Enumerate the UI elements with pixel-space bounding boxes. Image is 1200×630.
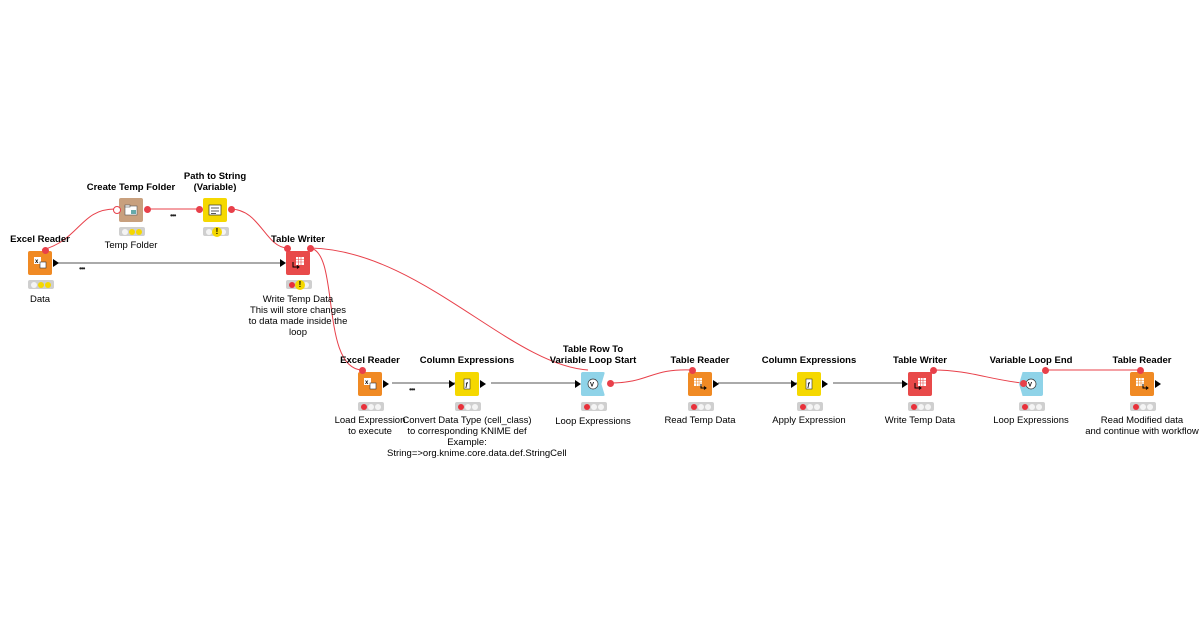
status-traffic-light bbox=[455, 402, 481, 411]
path-to-string-icon[interactable] bbox=[203, 198, 227, 222]
warning-icon[interactable]: ! bbox=[295, 280, 305, 290]
node-label[interactable]: Write Temp Data bbox=[884, 415, 956, 426]
loop-start-icon[interactable]: V bbox=[581, 372, 605, 396]
ellipsis-icon: ••• bbox=[79, 264, 85, 273]
svg-text:ƒ: ƒ bbox=[807, 383, 811, 389]
node-title: Variable Loop End bbox=[989, 355, 1073, 366]
node-title: Table Writer bbox=[270, 234, 326, 245]
node-title: Path to String (Variable) bbox=[183, 171, 247, 193]
svg-text:V: V bbox=[590, 383, 594, 389]
warning-icon[interactable]: ! bbox=[212, 227, 222, 237]
node-label[interactable]: Write Temp Data This will store changes … bbox=[248, 294, 348, 338]
table-reader-icon[interactable] bbox=[1130, 372, 1154, 396]
svg-text:ƒ: ƒ bbox=[465, 383, 469, 389]
table-writer-icon[interactable] bbox=[908, 372, 932, 396]
ellipsis-icon: ••• bbox=[409, 385, 415, 394]
node-label[interactable]: Apply Expression bbox=[772, 415, 846, 426]
output-port[interactable] bbox=[1155, 380, 1161, 388]
flow-variable-out-port[interactable] bbox=[228, 206, 235, 213]
node-label[interactable]: Loop Expressions bbox=[555, 416, 631, 427]
ellipsis-icon: ••• bbox=[170, 211, 176, 220]
flow-variable-in-port[interactable] bbox=[1137, 367, 1144, 374]
column-expressions-icon[interactable]: ƒ bbox=[797, 372, 821, 396]
status-traffic-light bbox=[1130, 402, 1156, 411]
table-reader-icon[interactable] bbox=[688, 372, 712, 396]
flow-variable-out-port[interactable] bbox=[307, 245, 314, 252]
node-title: Excel Reader bbox=[340, 355, 400, 366]
svg-text:x: x bbox=[35, 259, 39, 265]
flowvar-writer-to-loopstart[interactable] bbox=[309, 247, 589, 371]
input-port[interactable] bbox=[449, 380, 455, 388]
node-title: Column Expressions bbox=[419, 355, 515, 366]
node-title: Table Row To Variable Loop Start bbox=[549, 344, 637, 366]
flow-variable-in-port[interactable] bbox=[113, 206, 121, 214]
flowvar-writer-to-excel2[interactable] bbox=[309, 247, 363, 371]
status-traffic-light bbox=[581, 402, 607, 411]
svg-text:x: x bbox=[365, 380, 369, 386]
status-traffic-light bbox=[119, 227, 145, 236]
node-label[interactable]: Read Modified data and continue with wor… bbox=[1085, 415, 1199, 437]
flow-variable-in-port[interactable] bbox=[284, 245, 291, 252]
output-port[interactable] bbox=[822, 380, 828, 388]
excel-reader-icon[interactable]: x ••• bbox=[28, 251, 85, 275]
input-port[interactable] bbox=[902, 380, 908, 388]
flow-variable-in-port[interactable] bbox=[1020, 380, 1027, 387]
folder-icon[interactable]: ••• bbox=[119, 198, 176, 222]
node-label[interactable]: Loop Expressions bbox=[993, 415, 1069, 426]
flowvar-writer2-to-loopend[interactable] bbox=[932, 369, 1024, 384]
flow-variable-out-port[interactable] bbox=[1042, 367, 1049, 374]
flow-variable-out-port[interactable] bbox=[607, 380, 614, 387]
input-port[interactable] bbox=[280, 259, 286, 267]
output-port[interactable] bbox=[383, 380, 389, 388]
status-traffic-light bbox=[358, 402, 384, 411]
node-title: Table Writer bbox=[892, 355, 948, 366]
status-traffic-light bbox=[908, 402, 934, 411]
svg-text:V: V bbox=[1028, 383, 1032, 389]
output-port[interactable] bbox=[480, 380, 486, 388]
flow-variable-in-port[interactable] bbox=[689, 367, 696, 374]
flow-variable-in-port[interactable] bbox=[359, 367, 366, 374]
node-label[interactable]: Data bbox=[29, 294, 51, 305]
column-expressions-icon[interactable]: ƒ bbox=[455, 372, 479, 396]
node-label[interactable]: Read Temp Data bbox=[664, 415, 736, 426]
node-title: Table Reader bbox=[670, 355, 730, 366]
node-label[interactable]: Convert Data Type (cell_class) to corres… bbox=[387, 415, 567, 459]
flowvar-pathstring-to-writer[interactable] bbox=[229, 208, 288, 249]
flow-variable-port[interactable] bbox=[42, 247, 49, 254]
node-title: Create Temp Folder bbox=[86, 182, 176, 193]
node-title: Column Expressions bbox=[761, 355, 857, 366]
flowvar-loopstart-to-reader1[interactable] bbox=[609, 369, 694, 384]
status-traffic-light bbox=[28, 280, 54, 289]
status-traffic-light bbox=[797, 402, 823, 411]
flow-variable-in-port[interactable] bbox=[196, 206, 203, 213]
flow-variable-out-port[interactable] bbox=[144, 206, 151, 213]
flowvar-excel-to-tempfolder[interactable] bbox=[41, 208, 116, 251]
table-writer-icon[interactable] bbox=[286, 251, 310, 275]
output-port[interactable] bbox=[53, 259, 59, 267]
node-label[interactable]: Temp Folder bbox=[104, 240, 158, 251]
node-title: Excel Reader bbox=[10, 234, 70, 245]
flow-variable-out-port[interactable] bbox=[930, 367, 937, 374]
input-port[interactable] bbox=[575, 380, 581, 388]
excel-reader-icon[interactable]: x ••• bbox=[358, 372, 415, 396]
node-title: Table Reader bbox=[1112, 355, 1172, 366]
node-label[interactable]: Load Expression to execute bbox=[334, 415, 406, 437]
output-port[interactable] bbox=[713, 380, 719, 388]
input-port[interactable] bbox=[791, 380, 797, 388]
status-traffic-light bbox=[1019, 402, 1045, 411]
status-traffic-light bbox=[688, 402, 714, 411]
